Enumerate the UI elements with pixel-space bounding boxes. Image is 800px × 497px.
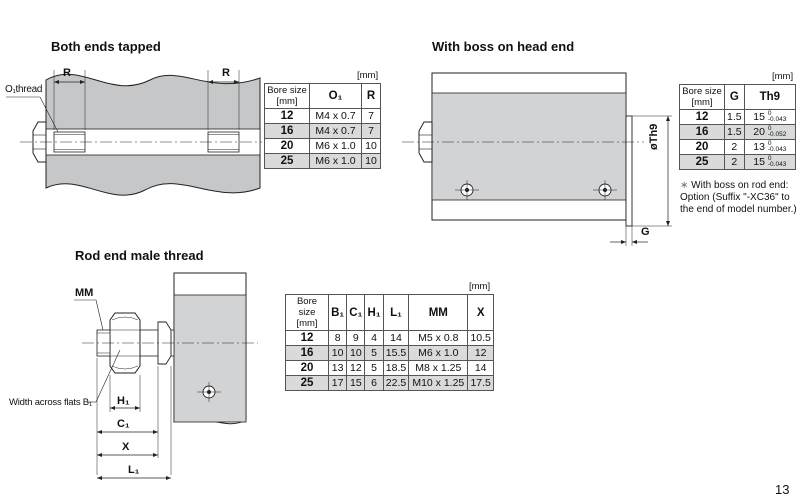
label-mm: MM — [75, 287, 94, 299]
dim-l1: L₁ — [128, 464, 140, 476]
th-bore: Bore size [mm] — [679, 84, 725, 110]
th-bore: Bore size [mm] — [285, 294, 329, 331]
port-rod-end — [197, 382, 221, 402]
left-nut — [32, 121, 47, 163]
th-mm: MM — [408, 294, 469, 331]
label-o1-thread: O₁thread — [5, 84, 43, 95]
dim-c1: C₁ — [117, 418, 130, 430]
th-th9: Th9 — [743, 84, 797, 110]
th-g: G — [724, 84, 745, 110]
port-left — [455, 180, 479, 200]
th-b1: B₁ — [327, 294, 348, 331]
dim-g: G — [641, 226, 650, 238]
note-text: With boss on rod end: Option (Suffix "-X… — [680, 180, 797, 215]
unit-mm-2: [mm] — [772, 71, 794, 82]
dim-x: X — [122, 441, 130, 453]
unit-mm-3: [mm] — [469, 281, 491, 292]
th-h1: H₁ — [364, 294, 384, 331]
th-x: X — [467, 294, 494, 331]
page-number: 13 — [775, 482, 790, 497]
boss — [625, 115, 633, 227]
th-l1: L₁ — [382, 294, 410, 331]
unit-mm-1: [mm] — [357, 70, 379, 81]
title-rod-end-male-thread: Rod end male thread — [75, 248, 204, 263]
th-o1: O₁ — [309, 83, 362, 109]
dim-r-left: R — [63, 67, 71, 79]
label-width-across-flats: Width across flats B₁ — [9, 397, 92, 408]
dim-r-right: R — [222, 67, 230, 79]
title-boss-head-end: With boss on head end — [432, 39, 575, 54]
note-mark: ∗ — [680, 180, 689, 191]
title-both-ends-tapped: Both ends tapped — [51, 39, 161, 54]
note-boss-rod-end: ∗ With boss on rod end: Option (Suffix "… — [680, 180, 798, 216]
th-c1: C₁ — [346, 294, 366, 331]
dim-h1: H₁ — [117, 395, 130, 407]
body-tube — [173, 294, 247, 423]
port-right — [593, 180, 617, 200]
tube-section — [431, 92, 627, 201]
